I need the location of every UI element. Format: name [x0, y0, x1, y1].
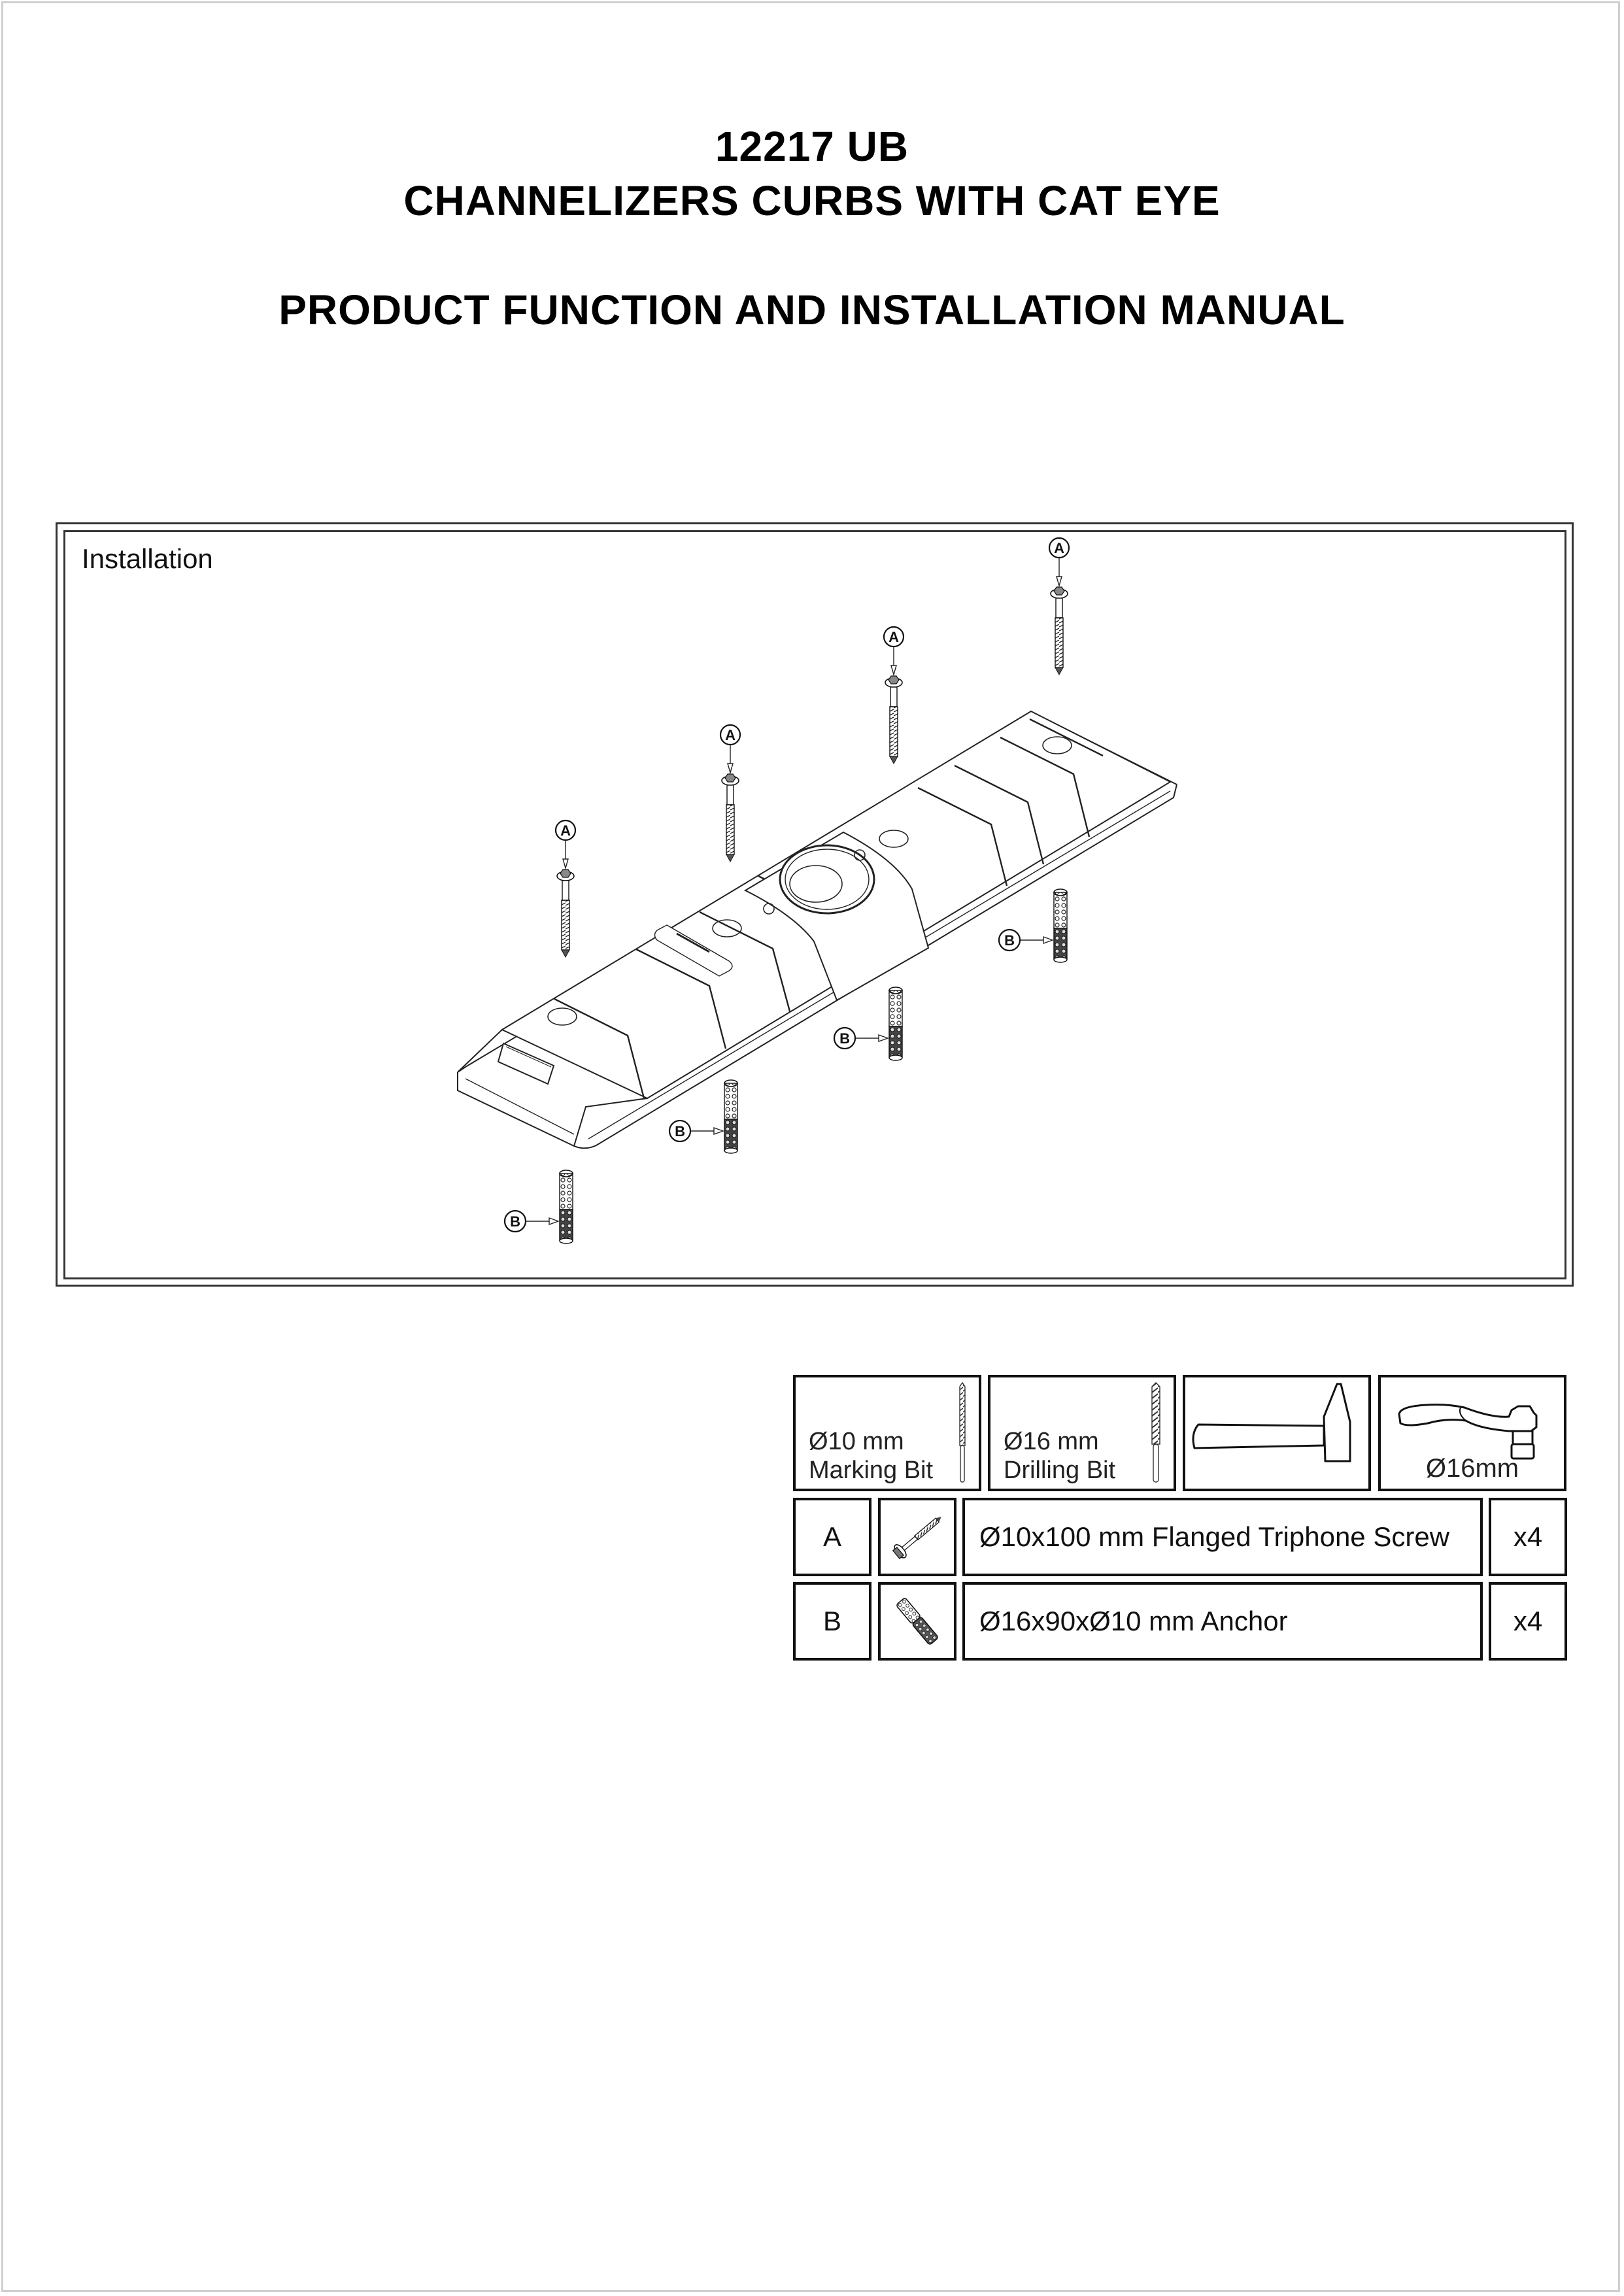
- screw-a-3: [883, 626, 905, 765]
- document-title: PRODUCT FUNCTION AND INSTALLATION MANUAL: [279, 286, 1345, 333]
- flanged-screw-icon: [892, 1517, 941, 1559]
- screw-a-2: [719, 724, 741, 863]
- drilling-bit-icon: [1151, 1382, 1160, 1483]
- installation-label: Installation: [82, 543, 213, 574]
- tool-ratchet-wrench: Ø16mm: [1378, 1375, 1566, 1491]
- part-quantity-b: x4: [1489, 1582, 1567, 1661]
- tool-name: Drilling Bit: [1004, 1457, 1116, 1484]
- screw-a-4: [1048, 537, 1070, 676]
- marking-bit-icon: [959, 1381, 966, 1483]
- curb-exploded-diagram: A B: [457, 537, 1177, 1245]
- installation-frame-inner: [63, 530, 1566, 1279]
- product-name: CHANNELIZERS CURBS WITH CAT EYE: [403, 177, 1221, 224]
- ratchet-wrench-icon: [1398, 1404, 1538, 1460]
- product-code: 12217 UB: [715, 123, 909, 170]
- part-description-a: Ø10x100 mm Flanged Triphone Screw: [962, 1498, 1483, 1576]
- anchor-b-3: [833, 986, 904, 1062]
- tool-size: Ø16 mm: [1004, 1428, 1099, 1455]
- screw-a-1: [554, 819, 577, 958]
- part-icon-cell-b: [878, 1582, 956, 1661]
- wrench-size: Ø16mm: [1425, 1454, 1519, 1483]
- tool-drilling-bit: Ø16 mm Drilling Bit: [988, 1375, 1176, 1491]
- part-icon-cell-a: [878, 1498, 956, 1576]
- part-key-a: A: [793, 1498, 871, 1576]
- curb-body: [457, 710, 1177, 1149]
- part-quantity-a: x4: [1489, 1498, 1567, 1576]
- tool-name: Marking Bit: [809, 1457, 934, 1484]
- tool-size: Ø10 mm: [809, 1428, 904, 1455]
- wall-anchor-icon: [896, 1598, 938, 1645]
- anchor-b-2: [668, 1079, 739, 1155]
- anchor-b-1: [503, 1169, 574, 1245]
- tool-marking-bit: Ø10 mm Marking Bit: [793, 1375, 981, 1491]
- tool-hammer: [1183, 1375, 1371, 1491]
- hammer-icon: [1192, 1383, 1351, 1462]
- installation-frame-outer: [56, 522, 1574, 1287]
- part-key-b: B: [793, 1582, 871, 1661]
- anchor-b-4: [998, 888, 1068, 964]
- part-description-b: Ø16x90xØ10 mm Anchor: [962, 1582, 1483, 1661]
